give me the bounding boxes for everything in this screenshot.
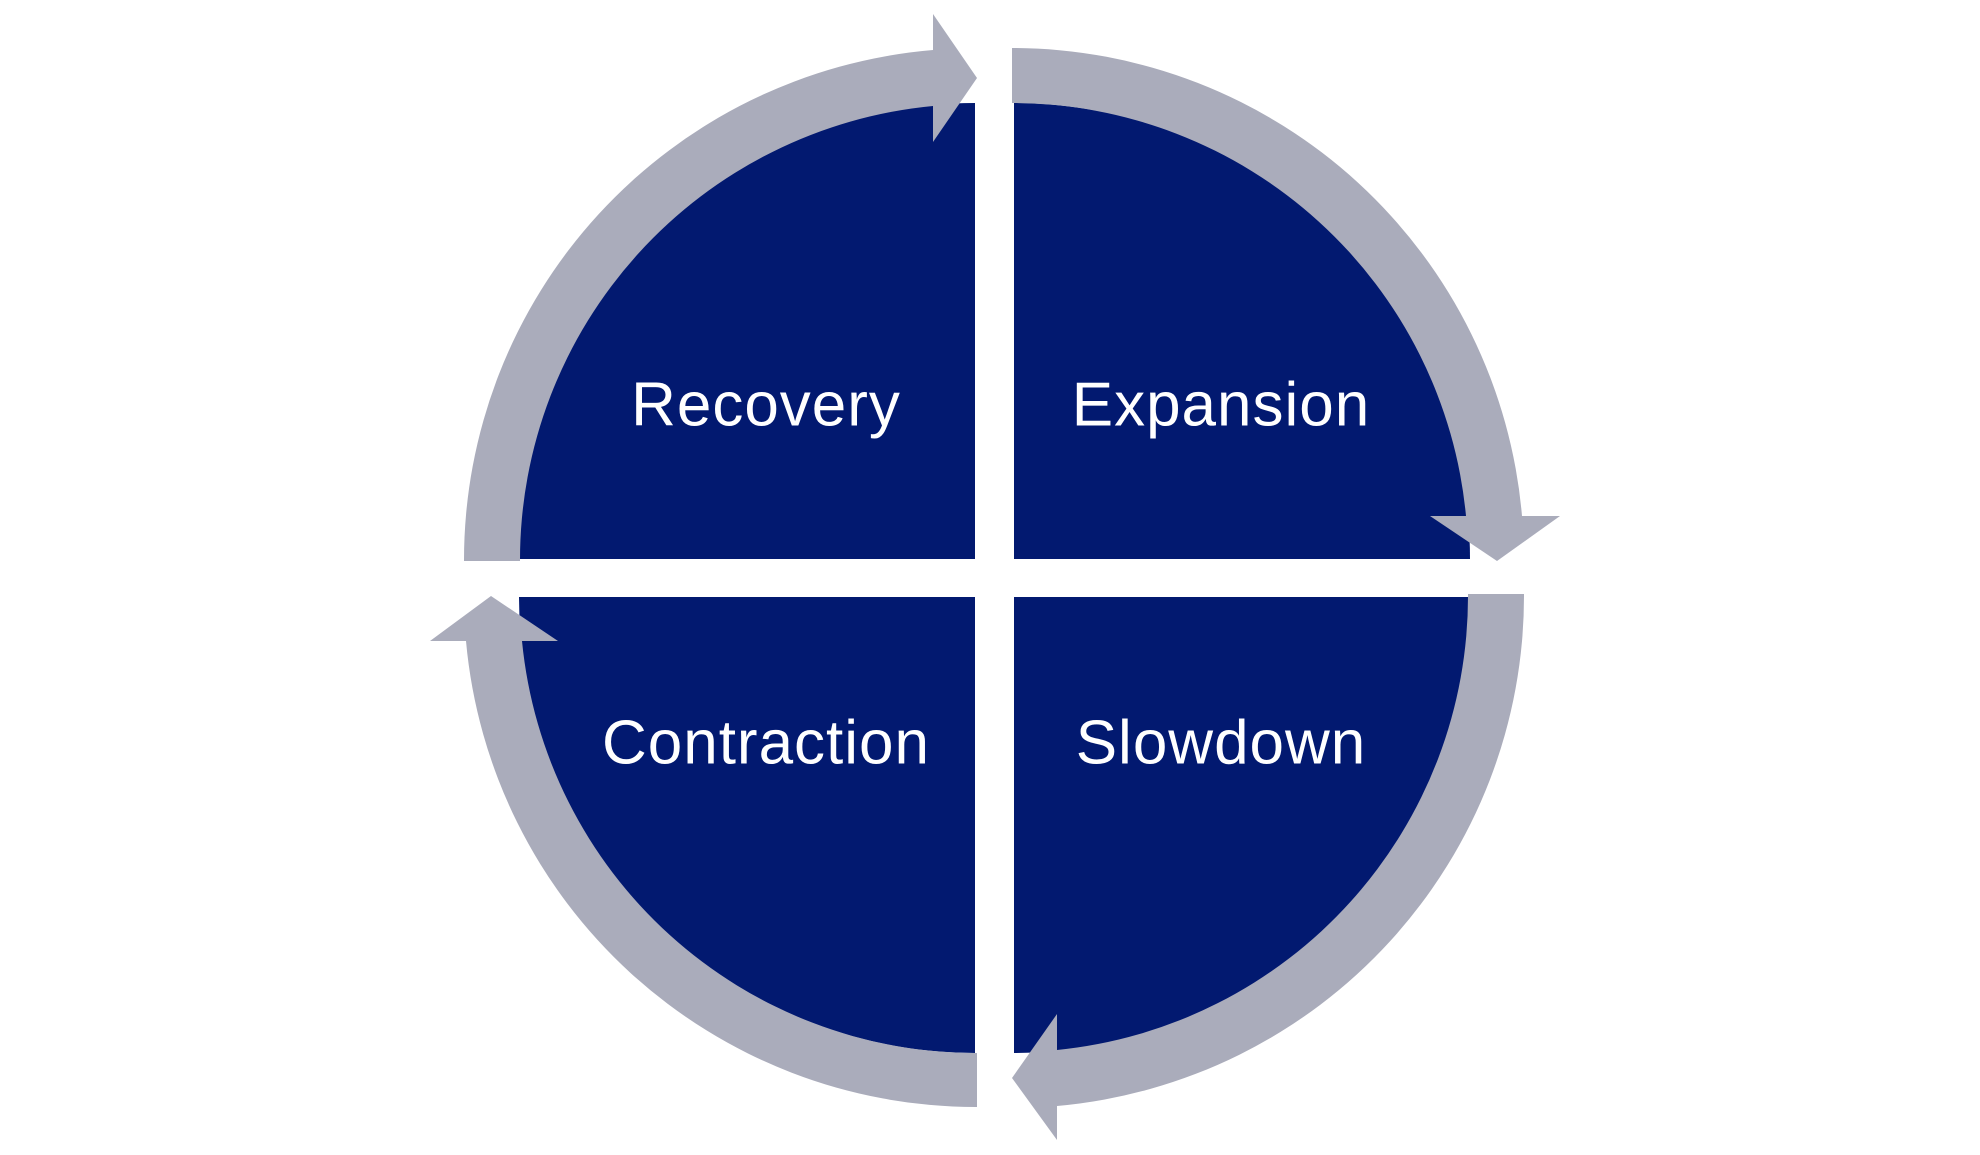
quadrant-labels: Recovery Expansion Slowdown Contraction	[602, 370, 1371, 777]
label-contraction: Contraction	[602, 708, 930, 777]
quadrant-recovery	[519, 103, 975, 559]
quadrant-slowdown	[1014, 597, 1470, 1053]
quadrant-expansion	[1014, 103, 1470, 559]
cycle-arrows	[430, 14, 1560, 1140]
quadrant-group	[519, 103, 1470, 1053]
label-recovery: Recovery	[631, 370, 901, 439]
arrow-contraction-to-recovery	[430, 596, 977, 1108]
quadrant-contraction	[519, 597, 975, 1053]
arrow-expansion-to-slowdown	[1012, 48, 1560, 561]
label-slowdown: Slowdown	[1076, 708, 1367, 777]
label-expansion: Expansion	[1072, 370, 1371, 439]
arrow-slowdown-to-contraction	[1012, 594, 1525, 1140]
arrow-recovery-to-expansion	[463, 14, 977, 561]
